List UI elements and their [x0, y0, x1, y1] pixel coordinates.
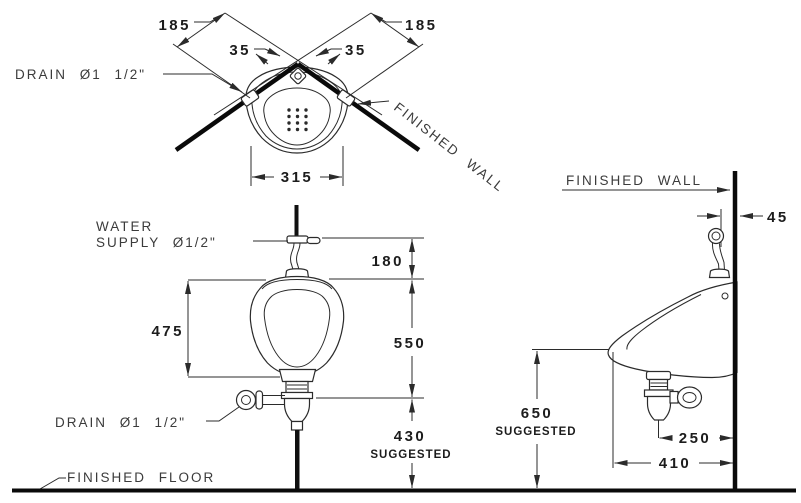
urinal-side-lip-line — [626, 294, 702, 350]
flush-valve-side — [707, 227, 731, 279]
ext-line-185-right — [345, 43, 424, 99]
urinal-side-profile — [607, 281, 738, 379]
urinal-front-opening — [263, 288, 331, 368]
finished-floor-leader — [39, 477, 66, 490]
plan-drain-leader — [163, 73, 243, 93]
water-supply-label-line1: WATER — [96, 219, 153, 234]
inlet-fitting — [289, 67, 307, 85]
dim-315-label: 315 — [281, 169, 314, 186]
plan-finished-wall-label: FINISHED WALL — [391, 100, 507, 196]
arrow-35-right-out — [327, 53, 341, 65]
side-view: FINISHED WALL 45 650 SUGGESTED 250 410 — [495, 171, 789, 490]
front-view: 475 180 550 430 SUGGESTED WATER SUPPLY Ø… — [39, 205, 451, 490]
plan-wall-left — [174, 62, 300, 152]
left-wall-extension-line — [213, 12, 372, 116]
drain-trap-side — [643, 370, 703, 438]
arrow-35-right-in — [315, 47, 332, 57]
dim-430-label: 430 — [394, 428, 427, 445]
dim-650-label: 650 — [521, 405, 554, 422]
dim-line-185-right — [370, 12, 420, 48]
plan-wall-leader — [357, 99, 390, 106]
urinal-plan-opening — [263, 87, 331, 146]
right-wall-extension-line — [224, 12, 383, 116]
dim-line-185-left — [176, 12, 226, 48]
drain-pipe-front — [295, 430, 300, 490]
dim-45-label: 45 — [767, 209, 789, 226]
dim-35-right-label: 35 — [345, 42, 367, 59]
dim-185-right-label: 185 — [405, 17, 438, 34]
dim-550-label: 550 — [394, 335, 427, 352]
front-drain-leader — [206, 406, 240, 422]
spreader-holes — [287, 108, 308, 132]
dim-475-label: 475 — [151, 323, 184, 340]
leader-185-left — [194, 14, 223, 23]
dim-430-note: SUGGESTED — [370, 449, 451, 461]
dim-250-label: 250 — [679, 430, 712, 447]
leader-185-right — [373, 14, 402, 23]
arrow-35-left-in — [264, 47, 281, 57]
plan-drain-label: DRAIN Ø1 1/2" — [15, 67, 146, 82]
side-finished-wall-label: FINISHED WALL — [566, 173, 702, 188]
mounting-hole — [721, 292, 729, 300]
dim-35-left-label: 35 — [229, 42, 251, 59]
dim-650-note: SUGGESTED — [495, 426, 576, 438]
front-drain-label: DRAIN Ø1 1/2" — [55, 415, 186, 430]
urinal-front-rim — [261, 278, 333, 290]
finished-floor-label: FINISHED FLOOR — [67, 470, 215, 485]
water-supply-label-line2: SUPPLY Ø1/2" — [96, 235, 217, 250]
dim-185-left-label: 185 — [158, 17, 191, 34]
urinal-front-outline — [249, 275, 345, 377]
flush-valve-front — [284, 235, 321, 279]
plan-view: 185 185 35 35 315 DRAIN Ø1 1/2" FINISHED… — [15, 12, 508, 196]
arrow-35-left-out — [255, 53, 269, 65]
plan-wall-right — [296, 62, 421, 152]
dim-410-label: 410 — [659, 455, 692, 472]
drain-trap-front — [235, 368, 317, 431]
dim-180-label: 180 — [371, 253, 404, 270]
supply-pipe-front — [294, 205, 299, 239]
